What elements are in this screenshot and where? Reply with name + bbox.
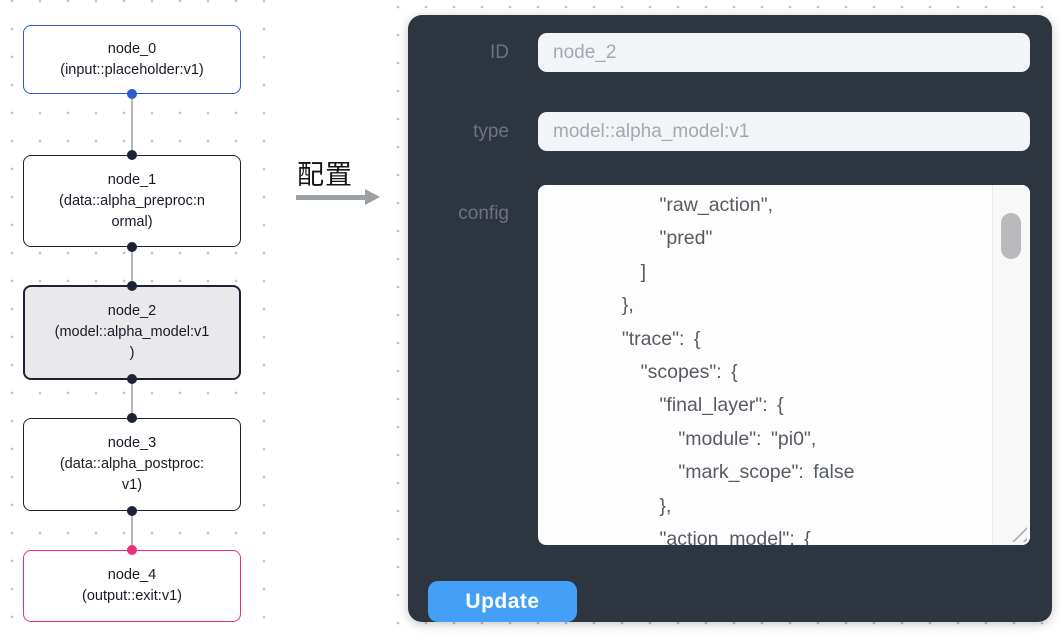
flow-edge [131,511,133,550]
flow-node-node_0[interactable]: node_0 (input::placeholder:v1) [23,25,241,99]
flow-edge [131,380,133,418]
flow-node-node_2-selected[interactable]: node_2 (model::alpha_model:v1 ) [23,281,241,384]
configure-label: 配置 [297,160,353,190]
node-config-panel: ID type config "raw_action", "pred" ] },… [408,15,1052,622]
config-json-text[interactable]: "raw_action", "pred" ] }, "trace": { "sc… [621,194,855,545]
node-subtitle: (output::exit:v1) [82,588,182,604]
id-input[interactable] [538,33,1030,72]
config-field-label: config [458,203,509,224]
transfer-zone: 配置 [272,0,390,643]
source-handle[interactable] [127,242,137,252]
scrollbar-track[interactable] [992,185,1030,545]
update-button[interactable]: Update [428,581,577,622]
node-title: node_3 [107,435,157,451]
pipeline-canvas[interactable]: node_0 (input::placeholder:v1) node_1 (d… [0,0,272,643]
target-handle[interactable] [127,545,137,555]
type-input[interactable] [538,112,1030,151]
flow-node-node_4[interactable]: node_4 (output::exit:v1) [23,545,241,622]
source-handle[interactable] [127,506,137,516]
node-subtitle: (model::alpha_model:v1 ) [54,324,210,361]
node-title: node_2 [107,303,157,319]
target-handle[interactable] [127,413,137,423]
target-handle[interactable] [127,150,137,160]
source-handle[interactable] [127,89,137,99]
node-title: node_0 [107,40,157,57]
config-textarea[interactable]: "raw_action", "pred" ] }, "trace": { "sc… [538,185,1030,545]
node-title: node_1 [107,171,157,188]
flow-edge [131,94,133,155]
type-field-label: type [473,121,509,142]
right-arrow-head-icon [365,189,380,205]
panel-background: ID type config "raw_action", "pred" ] },… [390,0,1062,643]
flow-node-node_3[interactable]: node_3 (data::alpha_postproc: v1) [23,413,241,516]
target-handle[interactable] [127,281,137,291]
node-subtitle: (data::alpha_preproc:n ormal) [59,192,205,230]
node-subtitle: (data::alpha_postproc: v1) [59,456,205,493]
id-field-label: ID [490,42,509,63]
scrollbar-thumb[interactable] [1001,213,1021,259]
flow-node-node_1[interactable]: node_1 (data::alpha_preproc:n ormal) [23,150,241,252]
node-title: node_4 [107,567,157,583]
source-handle[interactable] [127,374,137,384]
right-arrow-icon [296,195,368,200]
flow-edge [131,247,133,285]
node-subtitle: (input::placeholder:v1) [60,61,204,78]
